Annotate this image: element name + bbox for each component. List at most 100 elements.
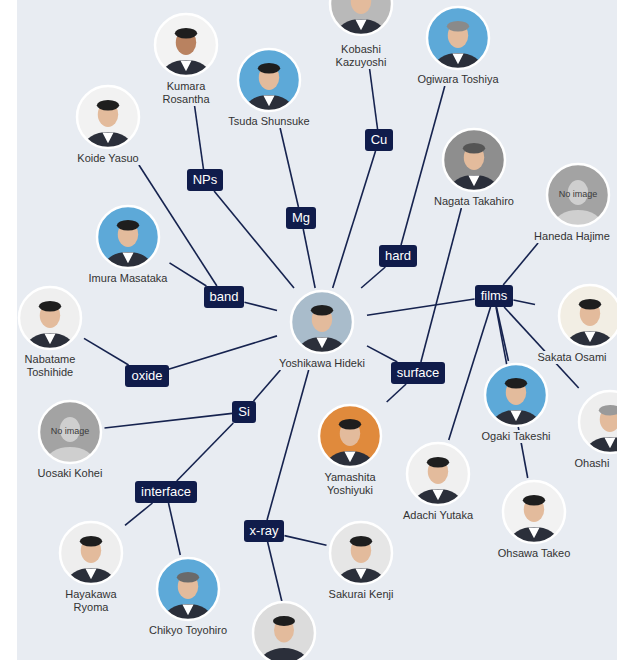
connector-line — [214, 191, 294, 288]
photo-shirt — [528, 528, 539, 539]
photo-hair — [463, 143, 485, 154]
photo-rim — [60, 522, 122, 584]
person-name: Tsuda Shunsuke — [226, 115, 312, 128]
person-name: Hayakawa Ryoma — [58, 588, 124, 614]
photo-shirt — [180, 61, 191, 72]
photo-hair — [339, 419, 361, 430]
person-node: Adachi Yutaka — [401, 440, 476, 522]
photo-hair — [273, 616, 295, 626]
photo-shirt — [584, 332, 595, 343]
photo-ground — [19, 287, 81, 349]
person-photo — [327, 0, 395, 38]
photo-ground — [97, 206, 159, 268]
photo-ground — [77, 86, 139, 148]
photo-rim — [155, 14, 217, 76]
photo-hair — [175, 28, 197, 39]
photo-hair — [523, 495, 545, 506]
keyword-tag: NPs — [187, 169, 224, 191]
photo-ground — [157, 558, 219, 620]
photo-hair — [117, 220, 139, 231]
connector-line — [333, 151, 376, 288]
person-name: Haneda Hajime — [532, 230, 612, 243]
person-name: Ogiwara Toshiya — [415, 73, 501, 86]
photo-rim — [427, 7, 489, 69]
photo-head — [351, 0, 371, 14]
connector-line — [284, 536, 326, 546]
connector-line — [177, 423, 234, 481]
photo-hair — [39, 301, 61, 312]
person-node: Chikyo Toyohiro — [147, 555, 230, 637]
photo-hair — [177, 572, 199, 583]
photo-ground — [238, 49, 300, 111]
person-photo — [57, 519, 125, 587]
photo-rim — [253, 602, 315, 660]
person-photo — [556, 282, 617, 350]
person-photo — [253, 602, 315, 660]
connector-line — [170, 263, 207, 286]
photo-rim — [485, 364, 547, 426]
connector-line — [370, 69, 378, 129]
connector-line — [421, 208, 461, 362]
connector-line — [267, 370, 309, 520]
person-photo — [500, 478, 568, 546]
connector-line — [84, 338, 129, 365]
photo-shirt — [102, 133, 113, 144]
photo-shirt — [355, 20, 366, 31]
person-node: Nabatame Toshihide — [16, 284, 84, 379]
connector-line — [125, 503, 152, 525]
photo-hair — [311, 305, 333, 316]
person-name: Nabatame Toshihide — [17, 353, 83, 379]
keyword-tag: Cu — [365, 129, 394, 151]
photo-rim — [157, 558, 219, 620]
connector-line — [168, 503, 180, 555]
photo-shirt — [344, 452, 355, 463]
photo-ground — [291, 291, 353, 353]
photo-hair — [427, 457, 449, 468]
keyword-tag: Mg — [286, 207, 316, 229]
keyword-label: surface — [397, 365, 440, 380]
photo-ground — [485, 364, 547, 426]
person-photo — [16, 284, 84, 352]
person-photo — [316, 402, 384, 470]
keyword-label: band — [210, 289, 239, 304]
photo-shirt — [452, 54, 463, 65]
connector-line — [367, 299, 475, 315]
photo-ground — [443, 129, 505, 191]
connector-line — [105, 413, 233, 428]
photo-placeholder-label: No image — [544, 189, 612, 200]
person-node: Sakurai Kenji — [327, 519, 396, 601]
keyword-tag: oxide — [125, 365, 168, 387]
person-node: Hayakawa Ryoma — [57, 519, 125, 614]
photo-shirt — [316, 338, 327, 349]
person-photo — [327, 519, 395, 587]
person-name: Yoshikawa Hideki — [277, 357, 367, 370]
person-name: Ogaki Takeshi — [480, 430, 553, 443]
keyword-label: NPs — [193, 172, 218, 187]
photo-shirt — [182, 605, 193, 616]
photo-rim — [19, 287, 81, 349]
person-node: Sakata Osami — [535, 282, 617, 364]
person-name: Uosaki Kohei — [36, 467, 105, 480]
person-node: Yamashita Yoshiyuki — [313, 402, 387, 497]
connector-line — [503, 243, 538, 285]
person-node: Koide Yasuo — [74, 83, 142, 165]
person-photo — [74, 83, 142, 151]
connector-line — [254, 370, 281, 401]
photo-rim — [77, 86, 139, 148]
person-name: Ohsawa Takeo — [496, 547, 573, 560]
person-photo — [576, 388, 617, 456]
person-node: Ogaki Takeshi — [480, 361, 553, 443]
person-name: Kobashi Kazuyoshi — [328, 43, 394, 69]
connector-line — [361, 267, 385, 288]
photo-hair — [579, 299, 601, 310]
person-photo — [404, 440, 472, 508]
keyword-label: oxide — [131, 368, 162, 383]
keyword-tag: hard — [379, 245, 417, 267]
connector-line — [401, 86, 445, 245]
photo-hair — [505, 378, 527, 389]
photo-ground — [427, 7, 489, 69]
keyword-tag: band — [204, 286, 245, 308]
photo-rim — [579, 391, 617, 453]
person-name: Adachi Yutaka — [401, 509, 476, 522]
